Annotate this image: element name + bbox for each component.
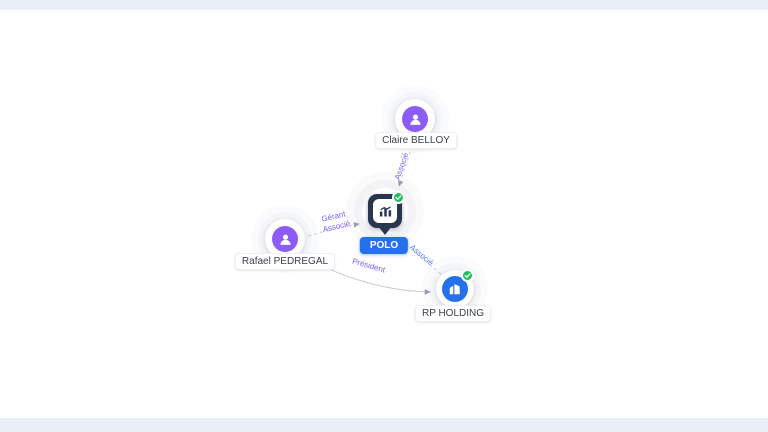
rp-holding-check-icon [461, 269, 474, 282]
top-band [0, 0, 768, 10]
rp-holding-label[interactable]: RP HOLDING [414, 305, 492, 322]
edge-rafael-polo [307, 222, 360, 237]
edge-label-president: Président [351, 257, 387, 275]
edge-claire-polo [397, 145, 413, 187]
edge-rpholding-polo [402, 241, 442, 275]
polo-label[interactable]: POLO [359, 237, 409, 254]
chart-pin-icon [373, 199, 397, 223]
edge-label-associe-claire: Associé [393, 151, 411, 181]
polo-check-icon [392, 191, 405, 204]
rafael-pedregal-avatar[interactable] [265, 219, 305, 259]
bottom-band [0, 418, 768, 432]
person-icon [402, 106, 428, 132]
claire-belloy-label[interactable]: Claire BELLOY [375, 132, 457, 149]
rafael-pedregal-label[interactable]: Rafael PEDREGAL [234, 253, 336, 270]
edge-label-associe-rpholding: Associé [408, 243, 436, 268]
person-icon [272, 226, 298, 252]
